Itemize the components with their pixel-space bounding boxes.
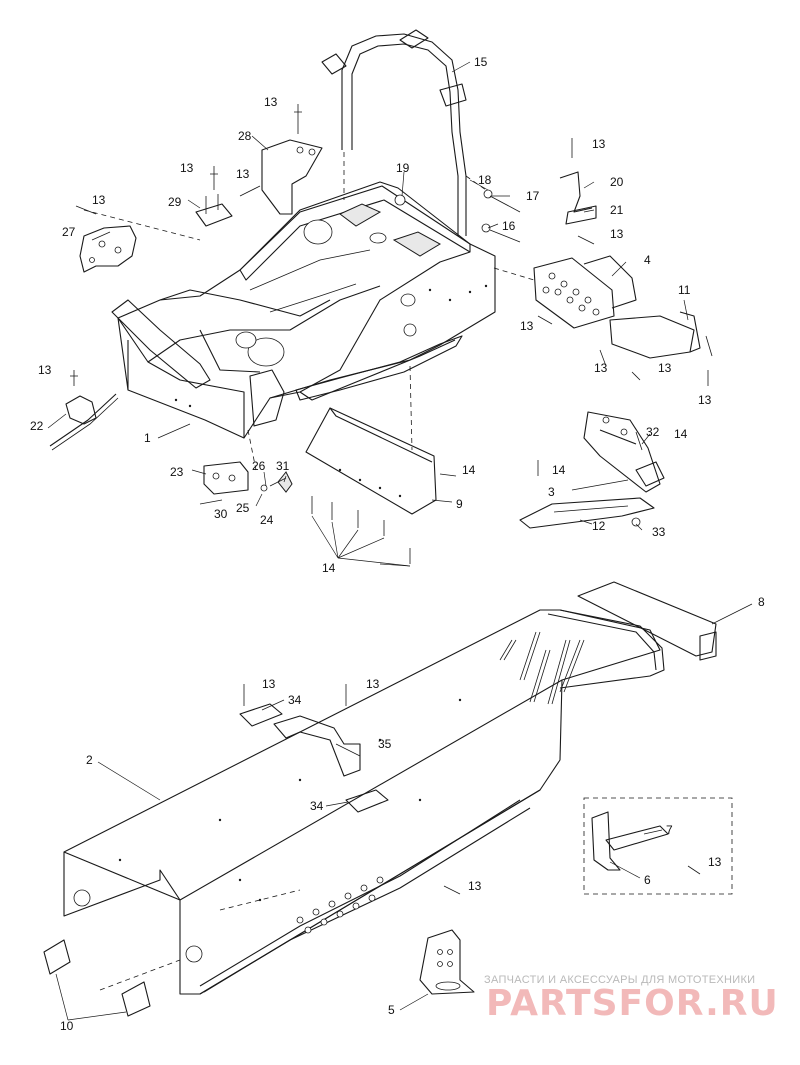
clip-22 [49,393,119,451]
callout-14: 14 [462,463,476,477]
callout-20: 20 [610,175,624,189]
callout-13: 13 [366,677,380,691]
callout-13: 13 [38,363,52,377]
callout-13: 13 [594,361,608,375]
callout-25: 25 [236,501,250,515]
brackets-34-35 [239,703,389,813]
callout-19: 19 [396,161,410,175]
callout-33: 33 [652,525,666,539]
callout-34: 34 [310,799,324,813]
callout-13: 13 [592,137,606,151]
callout-29: 29 [168,195,182,209]
callout-13: 13 [610,227,624,241]
callout-6: 6 [644,873,651,887]
bracket-5 [419,929,475,995]
callout-17: 17 [526,189,540,203]
callout-34: 34 [288,693,302,707]
callout-4: 4 [644,253,651,267]
callout-13: 13 [520,319,534,333]
callout-26: 26 [252,459,266,473]
fasteners [70,104,713,895]
callout-9: 9 [456,497,463,511]
callout-13: 13 [262,677,276,691]
tunnel-assembly-2 [63,609,665,995]
callout-32: 32 [646,425,660,439]
callout-3: 3 [548,485,555,499]
callout-18: 18 [478,173,492,187]
callout-13: 13 [658,361,672,375]
callout-1: 1 [144,431,151,445]
bracket-27 [79,209,201,273]
front-frame-assembly [111,181,496,439]
callout-2: 2 [86,753,93,767]
callout-24: 24 [260,513,274,527]
callout-13: 13 [468,879,482,893]
callout-13: 13 [708,855,722,869]
watermark-brand: PARTSFOR.RU [486,983,779,1024]
radiator-assembly-4 [493,255,701,359]
callout-21: 21 [610,203,624,217]
plates-10 [43,939,151,1017]
callout-13: 13 [698,393,712,407]
cover-plate-28 [195,139,323,227]
callout-27: 27 [62,225,76,239]
inset-detail-6-7 [583,797,733,895]
callout-35: 35 [378,737,392,751]
leader-lines [47,61,753,1021]
callout-10: 10 [60,1019,74,1033]
callout-15: 15 [474,55,488,69]
callout-labels: 1 2 3 4 5 6 7 8 9 10 11 12 13 13 13 13 1… [30,55,765,1033]
callout-12: 12 [592,519,606,533]
callout-5: 5 [388,1003,395,1017]
callout-13: 13 [236,167,250,181]
callout-31: 31 [276,459,290,473]
clamp-20-21 [559,171,597,225]
skid-plate-9 [305,365,437,515]
callout-14: 14 [322,561,336,575]
callout-14: 14 [674,427,688,441]
callout-30: 30 [214,507,228,521]
callout-28: 28 [238,129,252,143]
snow-flap-8 [577,581,717,661]
steering-support-tube [321,29,487,236]
callout-11: 11 [678,283,691,297]
callout-13: 13 [92,193,106,207]
callout-13: 13 [180,161,194,175]
callout-16: 16 [502,219,516,233]
callout-7: 7 [666,823,673,837]
callout-22: 22 [30,419,44,433]
footrest-bracket-3 [519,411,665,529]
callout-23: 23 [170,465,184,479]
callout-8: 8 [758,595,765,609]
hinge-23 [203,429,257,495]
callout-14: 14 [552,463,566,477]
watermark-caption: ЗАПЧАСТИ И АКСЕССУАРЫ ДЛЯ МОТОТЕХНИКИ [484,974,756,986]
callout-13: 13 [264,95,278,109]
